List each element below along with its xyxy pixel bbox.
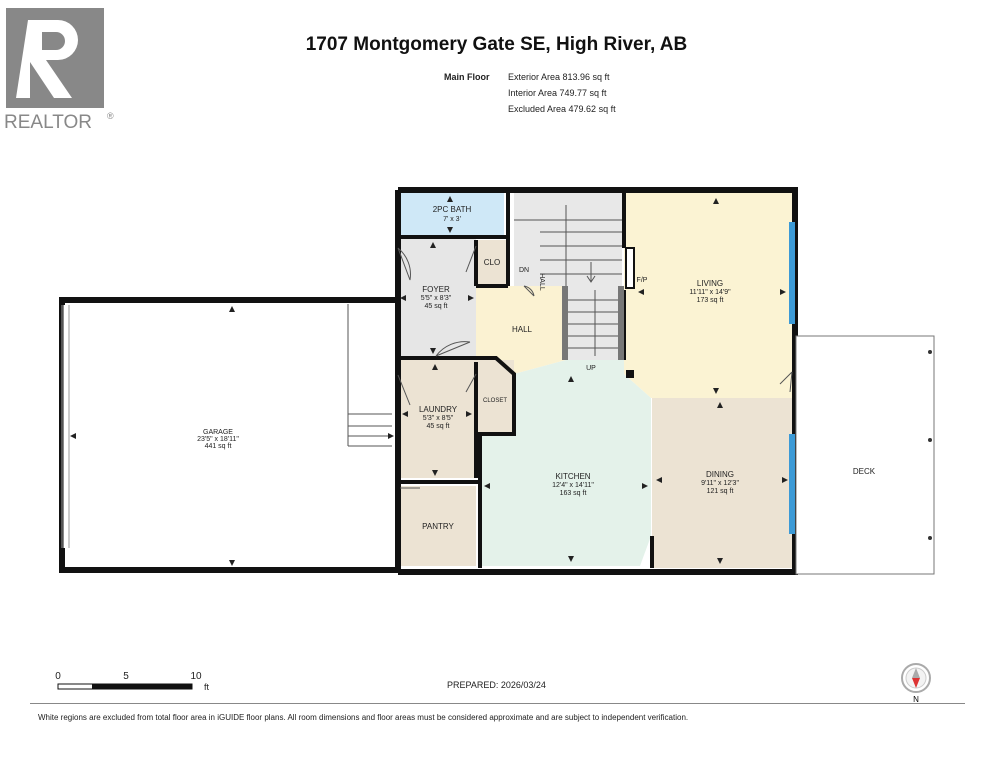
compass-north-label: N [913, 695, 919, 704]
scale-tick-0: 0 [55, 671, 61, 682]
laundry-label: LAUNDRY [419, 405, 458, 414]
kitchen-fill [480, 360, 651, 566]
garage-area: 441 sq ft [205, 443, 232, 450]
stair-rail [618, 286, 624, 360]
living-dims: 11'11" x 14'9" [689, 289, 731, 296]
realtor-logo-registered: ® [107, 111, 114, 121]
window-living [789, 222, 795, 324]
scale-bar: 0 5 10 ft [55, 671, 209, 692]
window-dining [789, 434, 795, 534]
bath-label: 2PC BATH [433, 205, 472, 214]
pantry-fill [400, 486, 476, 566]
scale-tick-10: 10 [190, 671, 202, 682]
exterior-walls [395, 187, 798, 575]
stairs-down-fill [514, 193, 622, 287]
bath-fill [400, 193, 504, 236]
prepared-date: PREPARED: 2026/03/24 [447, 680, 546, 690]
disclaimer: White regions are excluded from total fl… [38, 713, 689, 722]
door-swings [397, 245, 793, 489]
living-label: LIVING [697, 279, 723, 288]
hall-label: HALL [512, 325, 533, 334]
deck-outline [795, 335, 935, 575]
column [626, 370, 634, 378]
dining-dims: 9'11" x 12'3" [701, 480, 739, 487]
closet-label: CLOSET [483, 398, 507, 404]
dining-fill [652, 398, 792, 568]
garage-steps [347, 304, 392, 447]
dimension-arrows [70, 196, 788, 566]
stairs-down-label: DN [519, 267, 529, 274]
exterior-area: Exterior Area 813.96 sq ft [508, 72, 610, 82]
fireplace-label: F/P [637, 277, 648, 284]
floor-label: Main Floor [444, 72, 490, 82]
living-area: 173 sq ft [697, 297, 724, 304]
laundry-dims: 5'3" x 8'5" [423, 415, 454, 422]
foyer-area: 45 sq ft [425, 303, 448, 310]
stairs-up-label: UP [586, 365, 596, 372]
interior-area: Interior Area 749.77 sq ft [508, 88, 607, 98]
footer-divider [30, 703, 965, 704]
laundry-fill [400, 360, 476, 478]
deck-label: DECK [853, 467, 876, 476]
compass-icon: N [901, 663, 931, 704]
living-fill [624, 193, 792, 398]
foyer-fill [398, 238, 476, 356]
realtor-logo: REALTOR ® [4, 8, 114, 132]
kitchen-area: 163 sq ft [560, 490, 587, 497]
clo-label: CLO [484, 258, 500, 267]
kitchen-label: KITCHEN [555, 472, 590, 481]
excluded-area: Excluded Area 479.62 sq ft [508, 104, 616, 114]
garage-label: GARAGE [203, 429, 233, 436]
scale-unit: ft [204, 682, 210, 692]
laundry-area: 45 sq ft [427, 423, 450, 430]
stairs-lines [514, 205, 624, 356]
page-title: 1707 Montgomery Gate SE, High River, AB [305, 34, 688, 55]
closet-fill [476, 360, 514, 432]
dining-area: 121 sq ft [707, 488, 734, 495]
foyer-label: FOYER [422, 285, 450, 294]
garage-dims: 23'5" x 18'11" [197, 436, 239, 443]
hall-vertical-label: HALL [538, 273, 545, 291]
dining-label: DINING [706, 470, 734, 479]
clo-fill [477, 240, 507, 286]
fireplace [625, 247, 635, 289]
foyer-dims: 5'5" x 8'3" [421, 295, 452, 302]
stair-rail-left [562, 286, 568, 360]
hall-fill [476, 286, 566, 374]
realtor-logo-text: REALTOR [4, 112, 92, 132]
kitchen-dims: 12'4" x 14'11" [552, 482, 594, 489]
scale-tick-5: 5 [123, 671, 129, 682]
garage-outline [59, 297, 401, 573]
bath-dims: 7' x 3' [443, 216, 461, 223]
pantry-label: PANTRY [422, 522, 454, 531]
